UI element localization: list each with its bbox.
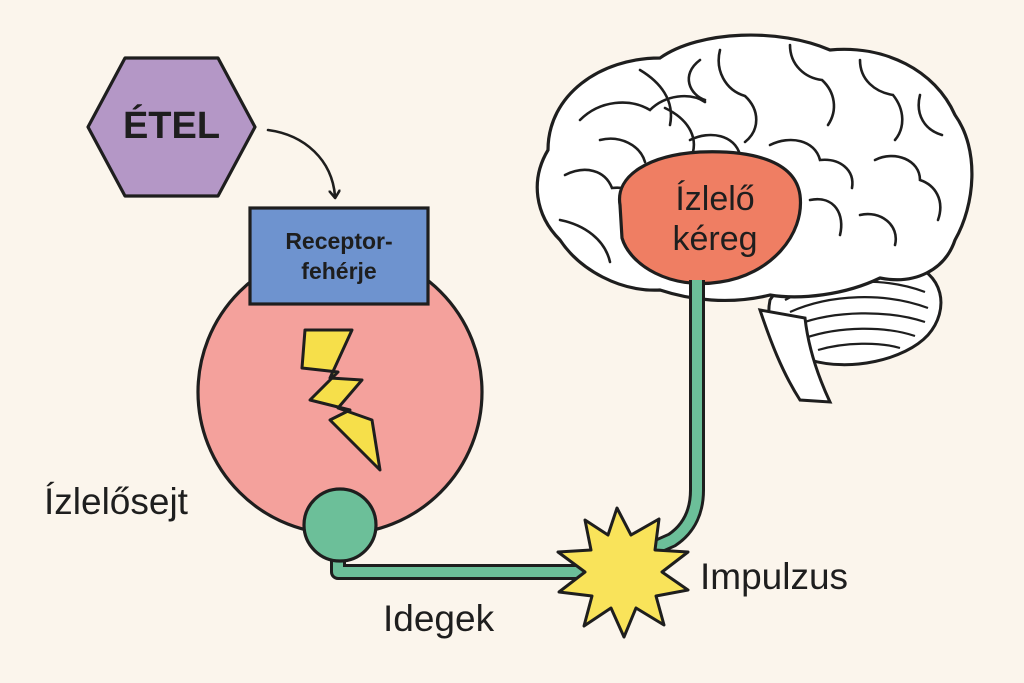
receptor-protein-box xyxy=(248,206,430,306)
brain xyxy=(535,33,974,404)
gustatory-cortex-line1: Ízlelő xyxy=(675,180,755,219)
receptor-label-line1: Receptor- xyxy=(285,227,393,254)
receptor-label-line2: fehérje xyxy=(301,258,377,284)
cell-nucleus xyxy=(302,487,378,563)
gustatory-cortex-line2: kéreg xyxy=(672,220,758,258)
taste-cell-label: Ízlelősejt xyxy=(44,481,188,522)
brainstem xyxy=(757,308,833,404)
impulse-label: Impulzus xyxy=(700,556,849,597)
gustatory-cortex-label: Ízlelő kéreg xyxy=(630,170,800,270)
impulse-starburst xyxy=(556,506,690,639)
lightning-bolt-icon xyxy=(300,328,382,472)
gustatory-cortex-shape xyxy=(618,150,803,285)
food-to-receptor-arrow xyxy=(266,128,335,196)
receptor-label: Receptor- fehérje xyxy=(250,208,428,304)
nerves-label: Idegek xyxy=(383,598,495,639)
food-label: ÉTEL xyxy=(88,58,255,196)
food-label-text: ÉTEL xyxy=(122,105,221,148)
food-hexagon xyxy=(86,56,257,198)
